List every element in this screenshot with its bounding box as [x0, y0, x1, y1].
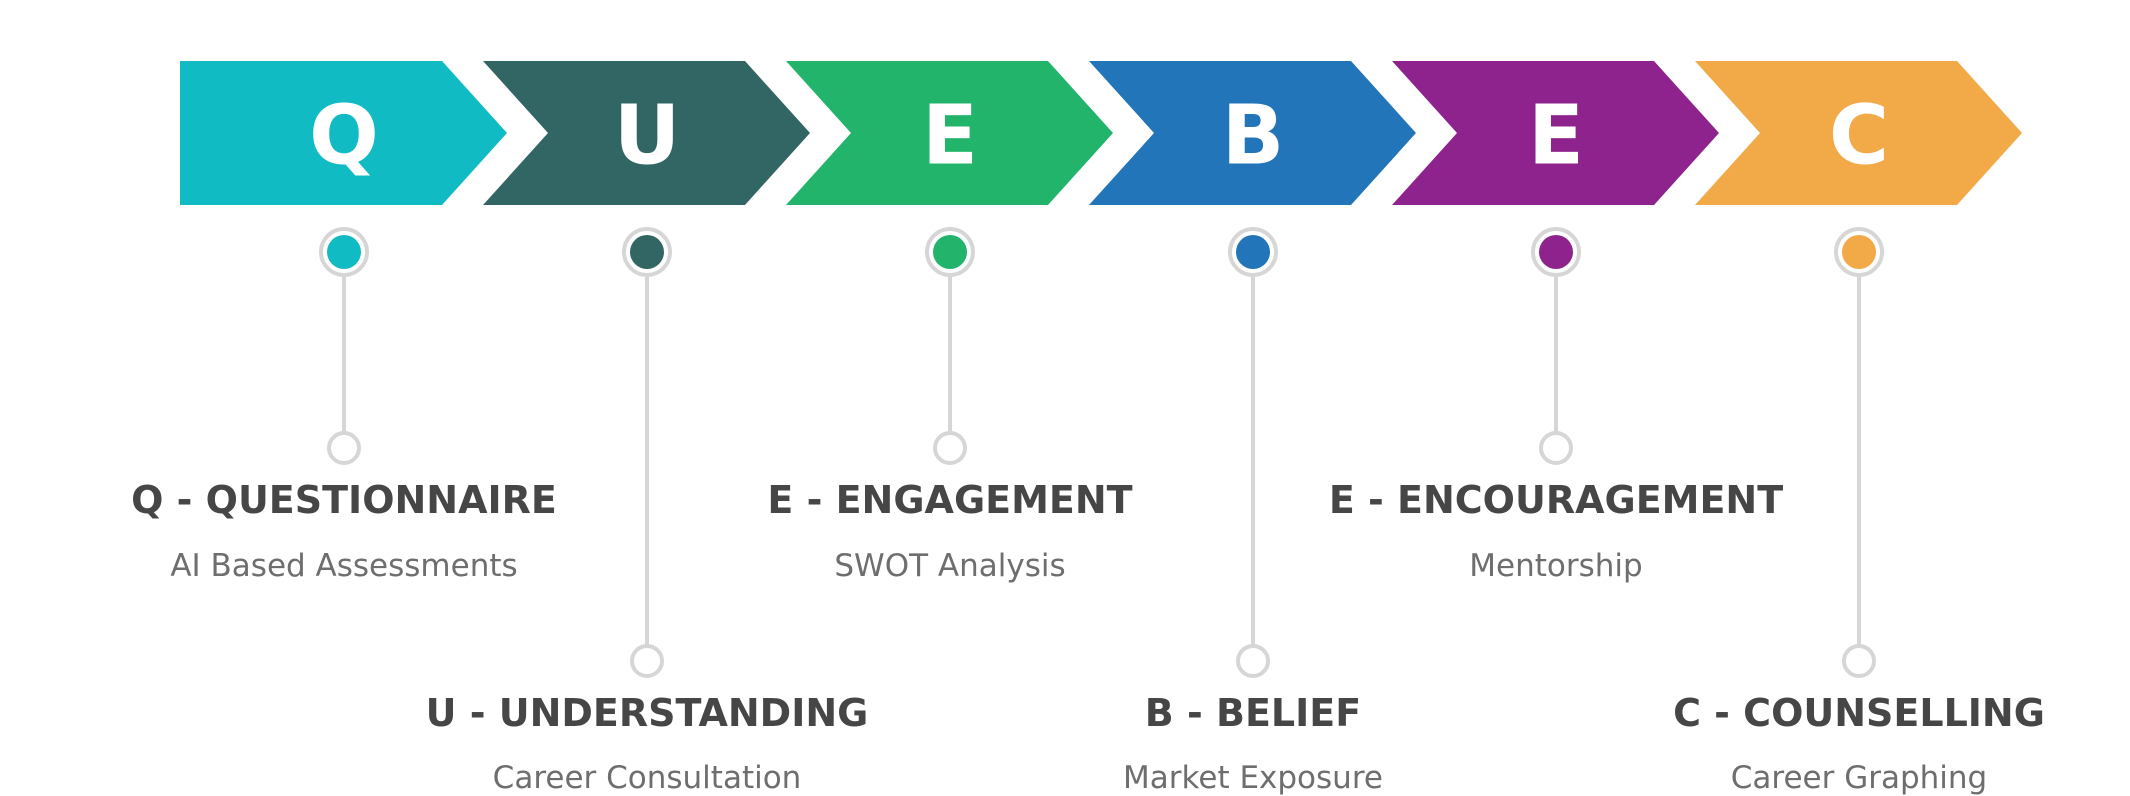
arrow-letter: E [1528, 89, 1584, 184]
step-title: E - ENCOURAGEMENT [1329, 478, 1783, 522]
step-title: Q - QUESTIONNAIRE [131, 478, 557, 522]
timeline-dot [1236, 235, 1270, 269]
timeline-dot [933, 235, 967, 269]
arrow-letter: B [1222, 89, 1285, 184]
step-subtitle: Mentorship [1469, 548, 1642, 584]
arrow-b-4 [1089, 61, 1416, 205]
step-subtitle: Market Exposure [1123, 760, 1383, 796]
timeline-dot [1842, 235, 1876, 269]
connector-end-circle [1236, 644, 1270, 678]
step-subtitle: Career Graphing [1731, 760, 1987, 796]
connector-end-circle [630, 644, 664, 678]
step-subtitle: SWOT Analysis [834, 548, 1065, 584]
arrow-e-5 [1392, 61, 1719, 205]
arrow-e-3 [786, 61, 1113, 205]
step-subtitle: AI Based Assessments [170, 548, 517, 584]
arrow-letter: C [1829, 89, 1889, 184]
arrow-c-6 [1695, 61, 2022, 205]
connector-end-circle [933, 431, 967, 465]
arrow-letter: Q [309, 89, 379, 184]
step-title: U - UNDERSTANDING [426, 691, 869, 735]
step-subtitle: Career Consultation [493, 760, 802, 796]
step-labels: Q - QUESTIONNAIRE AI Based Assessments U -… [131, 478, 2045, 796]
arrow-letter: E [922, 89, 978, 184]
connector-end-circle [1539, 431, 1573, 465]
timeline-dot [327, 235, 361, 269]
step-title: E - ENGAGEMENT [767, 478, 1132, 522]
arrow-u-2 [483, 61, 810, 205]
connector-end-circle [327, 431, 361, 465]
step-title: B - BELIEF [1145, 691, 1361, 735]
arrow-letter: U [614, 89, 681, 184]
arrow-q-1 [180, 61, 507, 205]
timeline-dot [1539, 235, 1573, 269]
step-title: C - COUNSELLING [1673, 691, 2045, 735]
connectors [319, 227, 1884, 678]
connector-end-circle [1842, 644, 1876, 678]
timeline-dot [630, 235, 664, 269]
